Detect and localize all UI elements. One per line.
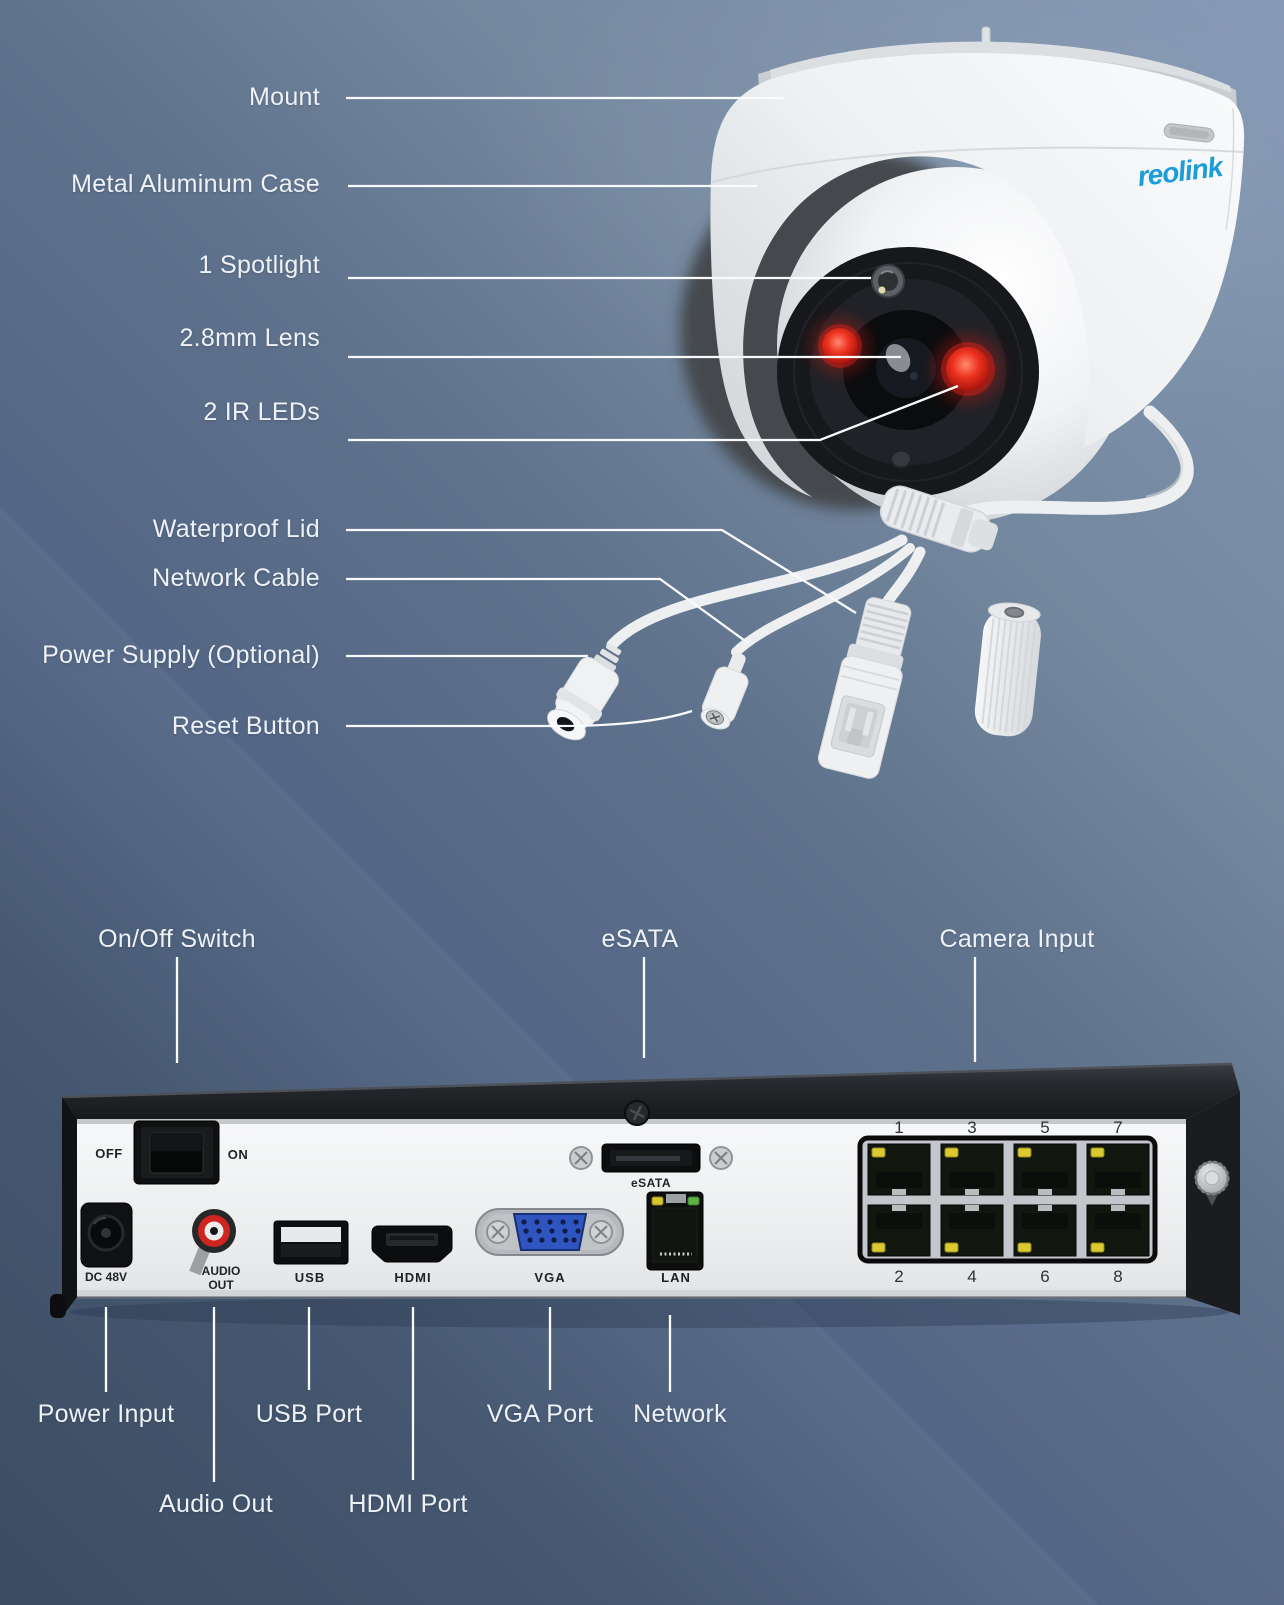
switch-label-off: OFF [95, 1146, 123, 1161]
power-switch [133, 1120, 220, 1185]
leader-ir-leds [348, 384, 959, 442]
port-number-8: 8 [1113, 1267, 1122, 1286]
waterproof-cap [974, 602, 1041, 737]
camera-port-8 [1086, 1204, 1150, 1257]
port-number-7: 7 [1113, 1118, 1122, 1137]
port-number-2: 2 [894, 1267, 903, 1286]
label-spotlight: 1 Spotlight [198, 251, 320, 279]
label-usb-port: USB Port [255, 1400, 363, 1428]
label-on-off-switch: On/Off Switch [98, 925, 256, 953]
pigtail [547, 485, 1041, 779]
label-mount: Mount [249, 83, 320, 111]
label-power-input: Power Input [37, 1400, 175, 1428]
label-network: Network [633, 1400, 727, 1428]
label-case: Metal Aluminum Case [71, 170, 320, 198]
camera-port-5 [1013, 1143, 1077, 1196]
camera-shell [710, 52, 1245, 497]
cable-junction [879, 485, 998, 553]
port-number-3: 3 [967, 1118, 976, 1137]
port-number-6: 6 [1040, 1267, 1049, 1286]
camera-port-6 [1013, 1204, 1077, 1257]
camera-port-4 [940, 1204, 1004, 1257]
leader-network-cable [346, 577, 749, 644]
camera-lens-assembly [777, 247, 1039, 497]
label-waterproof-lid: Waterproof Lid [152, 515, 320, 543]
ir-led-right [932, 333, 1004, 405]
port-number-5: 5 [1040, 1118, 1049, 1137]
usb-port [273, 1220, 349, 1265]
label-esata: eSATA [601, 925, 679, 953]
dc-input-label: DC 48V [85, 1270, 127, 1284]
esata-label: eSATA [631, 1176, 671, 1190]
label-camera-input: Camera Input [939, 925, 1095, 953]
spotlight [871, 264, 905, 298]
camera-port-2 [867, 1204, 931, 1257]
audio-out-label-1: AUDIO [202, 1264, 241, 1278]
nvr-illustration: OFF ON DC 48V AUDIO OUT [50, 1062, 1240, 1328]
camera-port-3 [940, 1143, 1004, 1196]
hdmi-label: HDMI [394, 1270, 431, 1285]
branch-cable-power [606, 534, 908, 651]
lens-screw-hole [890, 449, 912, 469]
label-ir-leds: 2 IR LEDs [203, 398, 320, 426]
label-vga-port: VGA Port [486, 1400, 594, 1428]
leader-waterproof-lid [346, 528, 857, 614]
port-number-1: 1 [894, 1118, 903, 1137]
branch-cable-reset [731, 543, 915, 657]
nvr-top-face [62, 1064, 1240, 1119]
dc-input-port [80, 1202, 133, 1268]
label-audio-out: Audio Out [159, 1490, 273, 1518]
label-reset-button: Reset Button [171, 712, 320, 740]
lan-label: LAN [661, 1270, 691, 1285]
nvr-left-edge [62, 1097, 77, 1317]
vga-label: VGA [534, 1270, 565, 1285]
camera-illustration: reolink [680, 26, 1245, 523]
status-indicator [1163, 123, 1215, 143]
ir-led-left [810, 316, 870, 376]
camera-cable [955, 405, 1194, 521]
leader-reset-button [346, 709, 693, 728]
usb-label: USB [295, 1270, 325, 1285]
audio-out-label-2: OUT [208, 1278, 234, 1292]
vga-port [475, 1208, 624, 1256]
label-network-cable: Network Cable [152, 564, 320, 592]
leader-lines [104, 96, 977, 1482]
rj45-connector [817, 597, 912, 779]
label-lens: 2.8mm Lens [179, 324, 320, 352]
port-number-4: 4 [967, 1267, 976, 1286]
rj45-camera-bank: 1 3 5 7 2 4 6 8 [857, 1118, 1158, 1286]
switch-label-on: ON [228, 1147, 249, 1162]
lan-port [646, 1191, 704, 1271]
esata-port [569, 1100, 733, 1173]
rca-audio-port [189, 1209, 236, 1276]
thumbscrew [1194, 1160, 1230, 1206]
label-hdmi-port: HDMI Port [348, 1490, 468, 1518]
camera-port-1 [867, 1143, 931, 1196]
camera-shell-seam [711, 146, 1244, 183]
reset-button-connector [700, 652, 749, 730]
camera-port-7 [1086, 1143, 1150, 1196]
hdmi-port [371, 1225, 453, 1263]
dc-power-connector [547, 643, 622, 741]
label-power-supply: Power Supply (Optional) [42, 641, 320, 669]
